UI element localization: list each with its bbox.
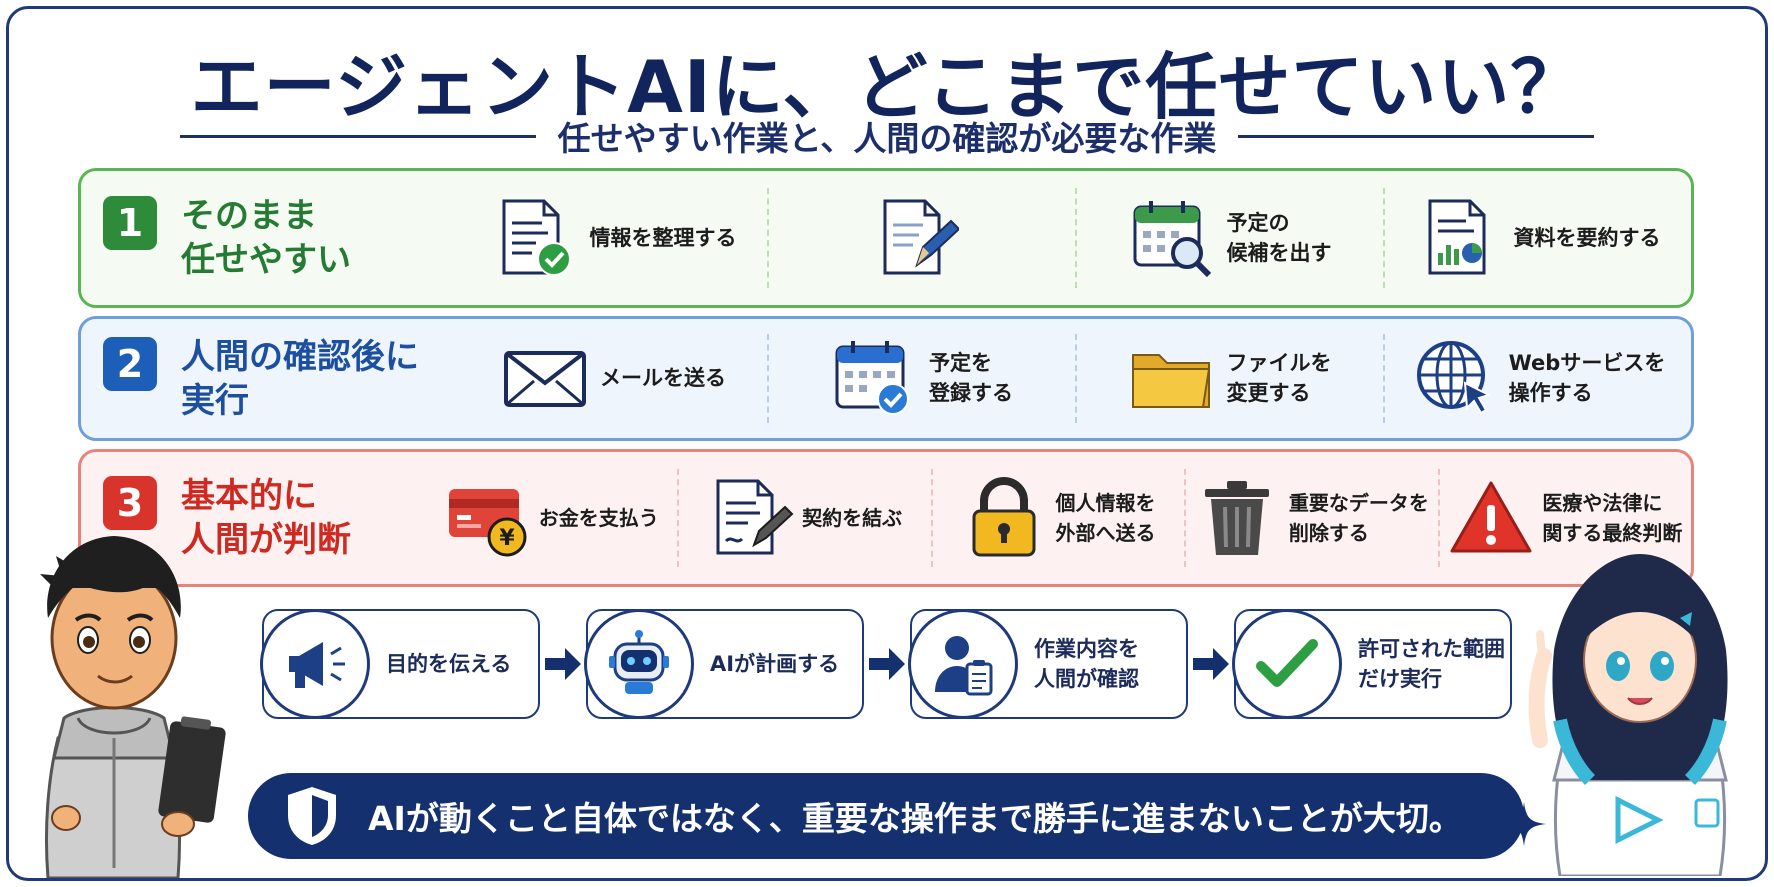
tier-3-panel: 3 基本的に 人間が判断 ¥ お金を支払う 契約を結ぶ 個人情報を 外部へ送る (78, 449, 1694, 587)
workflow-step: AIが計画する (584, 609, 864, 719)
tier-item-label: 個人情報を 外部へ送る (1055, 490, 1156, 545)
globe-cursor-icon (1411, 335, 1497, 421)
tier-item-label: 予定を 登録する (929, 351, 1013, 406)
page-subtitle: 任せやすい作業と、人間の確認が必要な作業 (557, 119, 1217, 158)
tier-1-header: 1 そのまま 任せやすい (81, 194, 461, 282)
credit-card-yen-icon: ¥ (445, 475, 531, 561)
tier-3-number-badge: 3 (103, 476, 157, 530)
tier-1-number-badge: 1 (103, 196, 157, 250)
checkmark-icon (1232, 609, 1342, 719)
tier-item: Webサービスを 操作する (1383, 334, 1691, 423)
tier-3-items: ¥ お金を支払う 契約を結ぶ 個人情報を 外部へ送る 重要なデータを 削除する (426, 452, 1691, 584)
arrow-right-icon (1188, 644, 1234, 684)
tier-item: ファイルを 変更する (1075, 334, 1383, 423)
sparkle-icon (1502, 802, 1546, 846)
conclusion-text: AIが動くこと自体ではなく、重要な操作まで勝手に進まないことが大切。 (368, 799, 1462, 838)
folder-icon (1129, 335, 1215, 421)
calendar-check-icon (831, 335, 917, 421)
shield-icon (288, 787, 336, 845)
tier-1-label-line2: 任せやすい (181, 240, 351, 280)
document-chart-icon (1416, 195, 1502, 281)
person-clipboard-icon (908, 609, 1018, 719)
tier-3-header: 3 基本的に 人間が判断 (81, 474, 426, 562)
tier-1-items: 情報を整理する 予定の 候補を出す 資料を要約する (461, 171, 1691, 305)
workflow-step-label: 作業内容を 人間が確認 (1034, 637, 1139, 691)
tier-2-label-line1: 人間の確認後に (181, 336, 419, 377)
tier-item: 契約を結ぶ (677, 469, 930, 567)
tier-2-header: 2 人間の確認後に 実行 (81, 335, 461, 423)
tier-item-label: 医療や法律に 関する最終判断 (1542, 490, 1683, 545)
svg-text:¥: ¥ (499, 526, 515, 551)
tier-item-label: 資料を要約する (1513, 226, 1661, 250)
tier-item-label: メールを送る (600, 366, 726, 391)
tier-item: 資料を要約する (1383, 188, 1691, 288)
contract-sign-icon (708, 475, 794, 561)
tier-2-number-badge: 2 (103, 336, 157, 391)
workflow-step: 目的を伝える (260, 609, 540, 719)
workflow-step-label: 許可された範囲 だけ実行 (1358, 637, 1505, 691)
girl-character-illustration (1528, 554, 1728, 876)
tier-3-label-line1: 基本的に (181, 476, 317, 516)
conclusion-banner: AIが動くこと自体ではなく、重要な操作まで勝手に進まないことが大切。 (248, 773, 1524, 859)
tier-item: 情報を整理する (461, 188, 767, 287)
workflow-step: 作業内容を 人間が確認 (908, 609, 1188, 719)
tier-2-panel: 2 人間の確認後に 実行 メールを送る 予定を 登録する ファイルを 変更する (78, 316, 1694, 441)
arrow-right-icon (864, 644, 910, 684)
tier-1-label-line1: そのまま (181, 196, 317, 236)
tier-item (767, 188, 1075, 288)
document-pen-icon (873, 195, 959, 281)
tier-item: 予定の 候補を出す (1075, 188, 1383, 288)
tier-2-items: メールを送る 予定を 登録する ファイルを 変更する Webサービスを 操作する (461, 319, 1691, 438)
poster-frame (6, 6, 1768, 881)
tier-item-label: 重要なデータを 削除する (1288, 490, 1429, 545)
warning-icon (1448, 475, 1534, 561)
megaphone-icon (260, 609, 370, 719)
tier-item-label: 情報を整理する (589, 226, 737, 250)
tier-3-label-line2: 人間が判断 (181, 520, 351, 560)
tier-item: 医療や法律に 関する最終判断 (1437, 469, 1691, 567)
workflow-step-label: 目的を伝える (386, 652, 512, 676)
tier-item: メールを送る (461, 334, 767, 422)
tier-2-label: 人間の確認後に 実行 (181, 335, 419, 423)
workflow-step: 許可された範囲 だけ実行 (1232, 609, 1512, 719)
robot-icon (584, 609, 694, 719)
tier-item: 重要なデータを 削除する (1184, 469, 1437, 567)
tier-item-label: Webサービスを 操作する (1508, 351, 1666, 406)
tier-1-panel: 1 そのまま 任せやすい 情報を整理する 予定の 候補を出す (78, 168, 1694, 308)
workflow-steps: 目的を伝える AIが計画する 作業内容を 人間が確認 許可された範囲 だけ実行 (260, 606, 1512, 722)
tier-item-label: 契約を結ぶ (802, 505, 903, 530)
envelope-icon (502, 335, 588, 421)
tier-item: ¥ お金を支払う (426, 469, 677, 567)
tier-item-label: お金を支払う (538, 505, 659, 530)
tier-1-label: そのまま 任せやすい (181, 194, 351, 282)
calendar-search-icon (1129, 195, 1215, 281)
workflow-step-label: AIが計画する (710, 652, 840, 676)
tier-item-label: ファイルを 変更する (1226, 351, 1332, 406)
tier-3-label: 基本的に 人間が判断 (181, 474, 351, 562)
tier-item-label: 予定の 候補を出す (1226, 211, 1332, 265)
trash-can-icon (1195, 475, 1281, 561)
padlock-icon (962, 475, 1048, 561)
subtitle-rule-left (180, 134, 536, 138)
subtitle-rule-right (1238, 134, 1594, 138)
tier-item: 個人情報を 外部へ送る (930, 469, 1184, 567)
page-title: エージェントAIに、どこまで任せていい？ (190, 45, 1584, 129)
subtitle-row: 任せやすい作業と、人間の確認が必要な作業 (180, 114, 1594, 158)
boy-character-illustration (40, 536, 226, 878)
tier-item: 予定を 登録する (767, 334, 1075, 423)
tier-2-label-line2: 実行 (181, 380, 249, 421)
document-check-icon (492, 195, 578, 281)
arrow-right-icon (540, 644, 586, 684)
